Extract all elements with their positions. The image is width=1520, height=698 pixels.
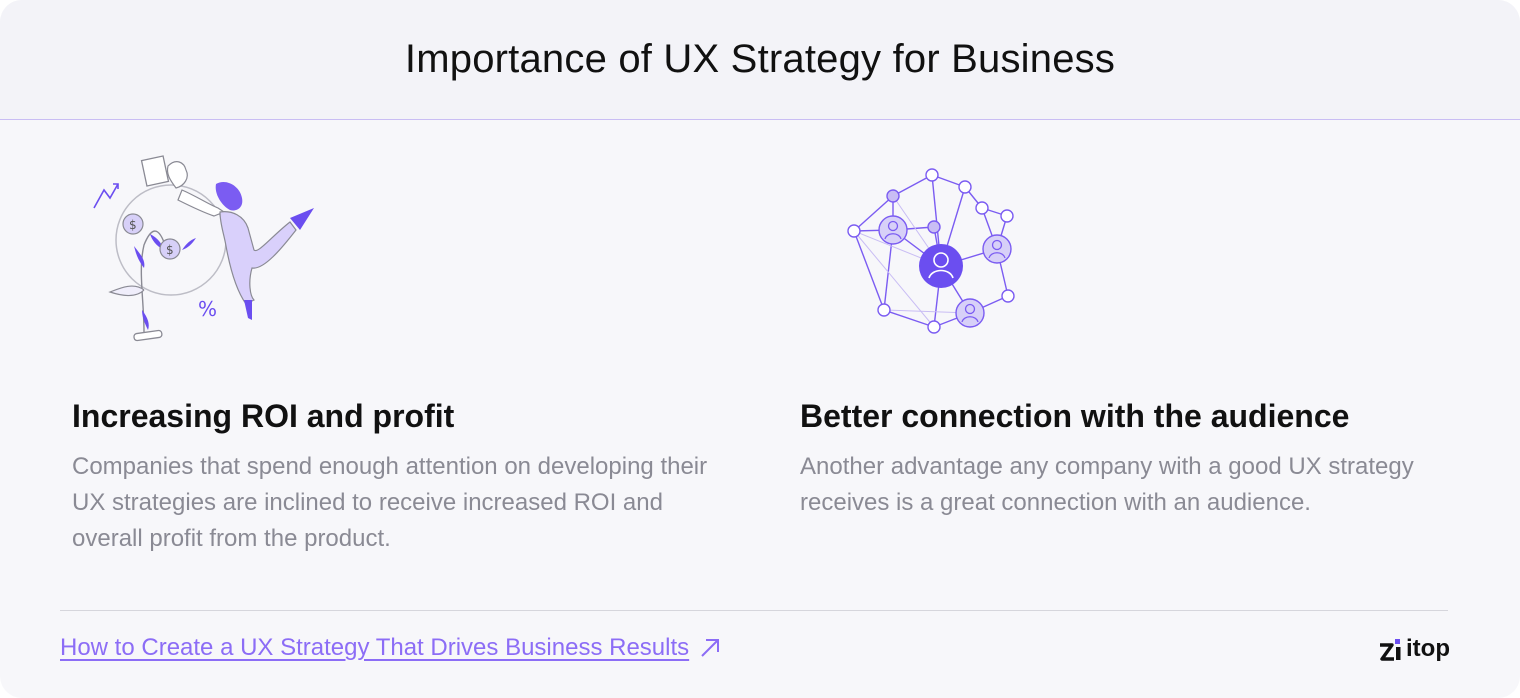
article-link[interactable]: How to Create a UX Strategy That Drives … [60, 634, 721, 662]
footer-divider [60, 610, 1448, 611]
svg-text:$: $ [166, 243, 174, 257]
section-connection-title: Better connection with the audience [800, 398, 1350, 434]
section-connection-body: Another advantage any company with a goo… [800, 453, 1414, 516]
section-roi-body: Companies that spend enough attention on… [72, 453, 708, 552]
article-link-label: How to Create a UX Strategy That Drives … [60, 634, 690, 661]
section-connection: Better connection with the audience Anot… [800, 398, 1460, 521]
svg-text:$: $ [129, 218, 137, 232]
arrow-up-right-icon [701, 639, 720, 657]
logo-mark-icon [1380, 639, 1401, 661]
brand-logo: itop [1378, 634, 1450, 664]
svg-text:%: % [198, 297, 217, 321]
page-title: Importance of UX Strategy for Business [404, 37, 1116, 81]
people-network-illustration [847, 168, 1015, 334]
section-roi-title: Increasing ROI and profit [72, 398, 455, 434]
header: Importance of UX Strategy for Business [0, 0, 1520, 120]
logo-text: itop [1406, 635, 1450, 662]
person-with-money-plant-illustration: $ $ % [93, 155, 314, 342]
section-roi: Increasing ROI and profit Companies that… [72, 398, 732, 557]
